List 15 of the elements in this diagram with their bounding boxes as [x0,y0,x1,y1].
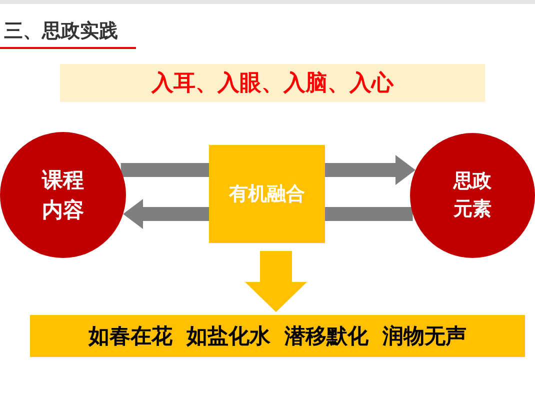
section-title: 三、思政实践 [4,19,118,44]
node-text: 思政元素 [452,168,492,222]
banner [30,315,525,357]
node-text: 入耳、入眼、入脑、入心 [152,70,394,98]
banner [60,64,485,102]
arrow [325,155,416,185]
process-box [209,145,325,243]
arrow [245,251,307,312]
arrow [123,199,209,229]
node-text: 课程内容 [40,166,85,224]
node-text: 有机融合 [229,182,305,207]
node-text: 如春在花 [88,323,172,350]
node-text: 潜移默化 [284,323,368,350]
node-text: 润物无声 [382,323,466,350]
node-text: 如盐化水 [186,323,270,350]
